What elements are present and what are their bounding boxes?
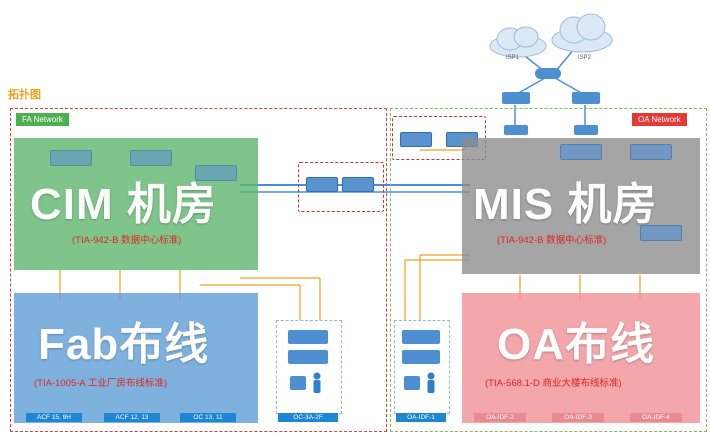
mis-block: [462, 138, 700, 274]
interconnect-switch-2-icon: [342, 177, 374, 192]
oa-title: OA布线: [497, 320, 655, 369]
oc-terminal-icon: [290, 376, 306, 390]
mis-subtitle: (TIA-942-B 数据中心标准): [497, 235, 607, 246]
cim-server-2-icon: [130, 150, 172, 166]
fab-block: [14, 293, 258, 423]
cim-server-1-icon: [50, 150, 92, 166]
oa-subtitle: (TIA-568.1-D 商业大楼布线标准): [485, 378, 622, 389]
cim-subtitle: (TIA-942-B 数据中心标准): [72, 235, 182, 246]
oc-switch-icon: [288, 330, 328, 344]
mis-server-1-icon: [560, 144, 602, 160]
oa-center-cabinet-label: OA-IDF-1: [396, 413, 446, 422]
oa-block: [462, 293, 700, 423]
interconnect-box: [298, 162, 384, 212]
fab-subtitle: (TIA-1005-A 工业厂房布线标准): [34, 378, 168, 389]
oa-core-switch-1-icon: [400, 132, 432, 147]
firewall-right-icon: [574, 125, 598, 135]
oa-center-user-icon: [426, 372, 436, 394]
fab-cabinet-2-label: ACF 12, 13: [104, 413, 160, 422]
oa-center-terminal-icon: [404, 376, 420, 390]
oc-user-icon: [312, 372, 322, 394]
fa-network-region: [10, 108, 387, 432]
cim-server-3-icon: [195, 165, 237, 181]
fab-cabinet-3-label: OC 13, 11: [180, 413, 236, 422]
cloud-isp2-label: ISP2: [578, 55, 592, 61]
oa-cabinet-1-label: OA-IDF-2: [474, 413, 526, 422]
firewall-left-icon: [504, 125, 528, 135]
oa-cabinet-3-label: OA-IDF-4: [630, 413, 682, 422]
interconnect-switch-1-icon: [306, 177, 338, 192]
oc-cabinet-label: OC-3A-2F: [278, 413, 338, 422]
mis-server-3-icon: [640, 225, 682, 241]
router-icon: [535, 68, 561, 79]
edge-router-right-icon: [572, 92, 600, 104]
cloud-isp1-icon: [488, 24, 548, 58]
fab-cabinet-1-label: ACF 15, 9H: [26, 413, 82, 422]
oa-cabinet-2-label: OA-IDF-3: [552, 413, 604, 422]
cim-title: CIM 机房: [30, 180, 217, 229]
mis-title: MIS 机房: [473, 180, 658, 229]
oa-network-tag: OA Network: [632, 113, 687, 126]
oa-center-patch-icon: [402, 350, 440, 364]
cloud-isp2-icon: [550, 10, 614, 54]
oc-patch-icon: [288, 350, 328, 364]
mis-server-2-icon: [630, 144, 672, 160]
oa-center-switch-icon: [402, 330, 440, 344]
topology-label: 拓扑图: [8, 89, 41, 101]
cloud-isp1-label: ISP1: [506, 55, 520, 61]
oa-network-region: [390, 108, 707, 432]
edge-router-left-icon: [502, 92, 530, 104]
fab-title: Fab布线: [38, 320, 210, 369]
fa-network-tag: FA Network: [16, 113, 69, 126]
